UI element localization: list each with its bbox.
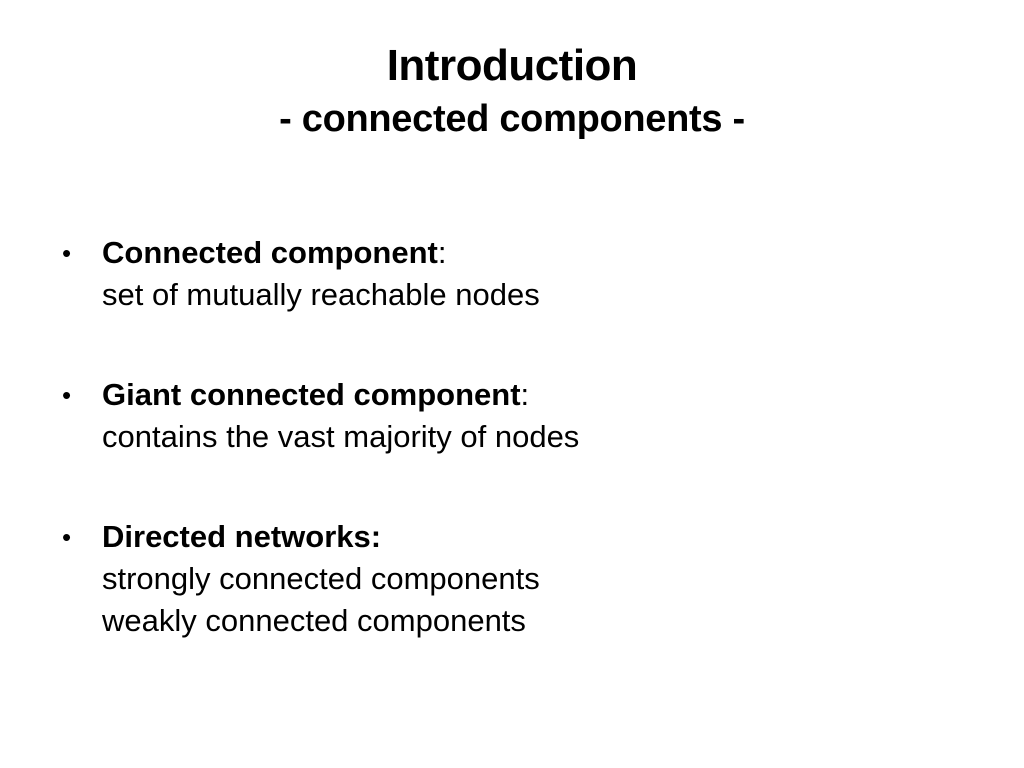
bullet-icon: • — [62, 238, 72, 268]
bullet-heading-suffix: : — [437, 235, 447, 270]
bullet-icon: • — [62, 522, 72, 552]
bullet-list: • Connected component: set of mutually r… — [62, 232, 962, 700]
bullet-icon: • — [62, 380, 72, 410]
bullet-heading: Giant connected component — [102, 377, 521, 412]
bullet-detail: strongly connected components — [102, 561, 540, 596]
bullet-heading-line: Directed networks: — [102, 516, 962, 558]
bullet-heading: Directed networks: — [102, 519, 382, 554]
slide-subtitle: - connected components - — [279, 98, 745, 140]
bullet-item-giant-connected-component: • Giant connected component: contains th… — [62, 374, 962, 458]
bullet-heading-line: Connected component: — [102, 232, 962, 274]
bullet-item-directed-networks: • Directed networks: strongly connected … — [62, 516, 962, 642]
slide-title: Introduction — [386, 41, 638, 90]
bullet-heading-suffix: : — [520, 377, 530, 412]
bullet-detail: contains the vast majority of nodes — [102, 419, 580, 454]
bullet-heading-line: Giant connected component: — [102, 374, 962, 416]
bullet-item-connected-component: • Connected component: set of mutually r… — [62, 232, 962, 316]
bullet-detail: weakly connected components — [102, 603, 526, 638]
bullet-heading: Connected component — [102, 235, 438, 270]
title-block: Introduction - connected components - — [0, 38, 1024, 144]
bullet-detail: set of mutually reachable nodes — [102, 277, 540, 312]
